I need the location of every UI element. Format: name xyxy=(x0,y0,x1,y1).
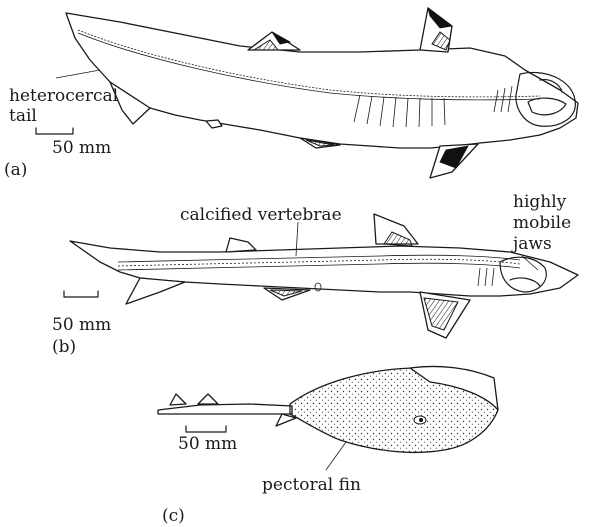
fin-leader-line xyxy=(326,442,346,470)
panel-c: pectoral fin 50 mm (c) xyxy=(158,366,498,526)
scale-bar-c xyxy=(186,426,226,432)
jaws-label-line2: mobile xyxy=(513,213,571,233)
panel-a: heterocercal tail 50 mm (a) xyxy=(4,8,578,180)
scale-label-b: 50 mm xyxy=(52,315,111,335)
scale-label-c: 50 mm xyxy=(178,434,237,454)
jaws-label-line3: jaws xyxy=(511,234,552,254)
panel-label-a: (a) xyxy=(4,160,27,180)
fin-label: pectoral fin xyxy=(262,475,361,495)
panel-label-b: (b) xyxy=(52,337,76,357)
scale-bar-a xyxy=(36,128,73,134)
tail-leader-line xyxy=(56,70,100,78)
panel-label-c: (c) xyxy=(162,506,185,526)
shark-a-drawing xyxy=(66,8,578,178)
tail-label-line2: tail xyxy=(9,106,37,126)
scale-label-a: 50 mm xyxy=(52,138,111,158)
shark-b-drawing xyxy=(70,214,578,338)
jaws-label-line1: highly xyxy=(513,192,567,212)
panel-b: calcified vertebrae highly mobile jaws 5… xyxy=(52,192,578,357)
vertebrae-label: calcified vertebrae xyxy=(180,205,342,225)
tail-label-line1: heterocercal xyxy=(9,86,118,106)
scale-bar-b xyxy=(64,291,98,297)
